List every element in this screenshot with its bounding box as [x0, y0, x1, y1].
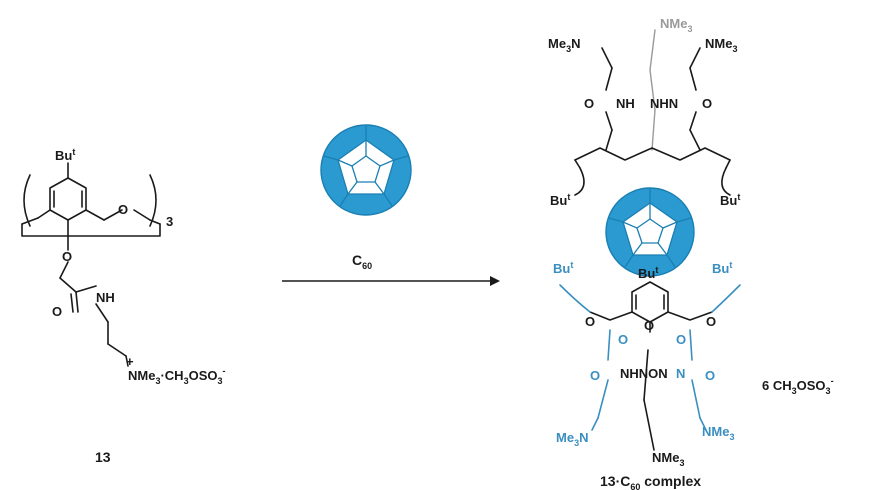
- bottom-ether-o-right-label: O: [706, 314, 716, 329]
- top-ammonium-right-label: NMe3: [705, 36, 737, 54]
- bottom-carbonyl-o-left-label: O: [618, 332, 628, 347]
- complex-label: 13·C60 complex: [600, 473, 701, 490]
- bottom-ammonium-center-label: NMe3: [652, 450, 684, 468]
- top-carbonyl-left-label: O: [584, 96, 594, 111]
- bottom-ether-o-center-label: O: [644, 318, 654, 333]
- ammonium-salt-label: NMe3·CH3OSO3-: [128, 366, 226, 386]
- reagent-label: C60: [352, 252, 372, 271]
- fullerene-reagent: [320, 124, 412, 216]
- complex-bottom-half: [559, 281, 741, 451]
- top-ammonium-back-label: NMe3: [660, 16, 692, 34]
- bottom-tbu-right-label: But: [712, 260, 732, 276]
- aryl-ether-oxygen-label: O: [62, 249, 72, 264]
- top-carbonyl-right-label: O: [702, 96, 712, 111]
- carbonyl-oxygen-label: O: [52, 304, 62, 319]
- bottom-carbonyl-o-right-label: O: [676, 332, 686, 347]
- compound-number-label: 13: [95, 449, 111, 465]
- top-amide-nh-left-label: NH: [616, 96, 635, 111]
- bottom-tbu-left-label: But: [553, 260, 573, 276]
- tbu-label: But: [55, 147, 75, 163]
- bottom-amide-n-right-label: N: [676, 366, 685, 381]
- amide-nh-label: NH: [96, 290, 115, 305]
- bottom-amide-center-label: NHNON: [620, 366, 668, 381]
- bottom-ether-o-left-label: O: [585, 314, 595, 329]
- top-tbu-left-label: But: [550, 192, 570, 208]
- top-amide-nh-center-label: NHN: [650, 96, 678, 111]
- bottom-ammonium-right-label: NMe3: [702, 424, 734, 442]
- compound-13-structure: [21, 162, 161, 367]
- bottom-tbu-center-label: But: [638, 265, 658, 281]
- ether-oxygen-label: O: [118, 202, 128, 217]
- bottom-carbonyl-o-outer-left-label: O: [590, 368, 600, 383]
- complex-top-half: [574, 29, 731, 196]
- bottom-carbonyl-o-outer-right-label: O: [705, 368, 715, 383]
- top-ammonium-left-label: Me3N: [548, 36, 580, 54]
- ammonium-charge-label: +: [126, 354, 134, 369]
- counter-ion-label: 6 CH3OSO3-: [762, 376, 834, 396]
- repeat-count-label: 3: [166, 214, 173, 229]
- reaction-arrow: [282, 276, 500, 286]
- complexed-fullerene: [605, 187, 695, 277]
- bottom-ammonium-left-label: Me3N: [556, 430, 588, 448]
- top-tbu-right-label: But: [720, 192, 740, 208]
